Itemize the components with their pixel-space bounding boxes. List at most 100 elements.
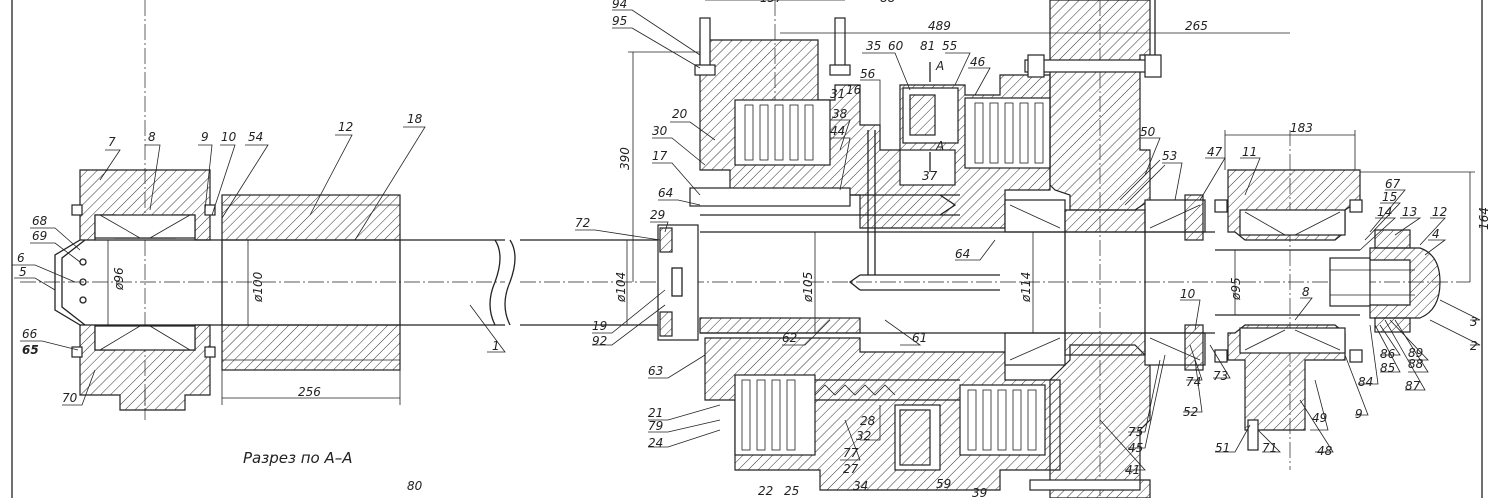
callout-9r: 9	[1355, 407, 1363, 421]
callout-68: 68	[32, 214, 48, 228]
callout-47: 47	[1207, 145, 1223, 159]
dimension-lines	[107, 0, 1475, 405]
callout-69: 69	[32, 229, 47, 243]
dim-dia100: ø100	[251, 271, 265, 303]
callout-77: 77	[843, 446, 859, 460]
callout-8r: 8	[1302, 285, 1310, 299]
callout-7: 7	[108, 135, 116, 149]
callout-50: 50	[1140, 125, 1156, 139]
callout-38: 38	[832, 107, 848, 121]
callout-20: 20	[672, 107, 688, 121]
callout-49: 49	[1312, 411, 1327, 425]
callout-2: 2	[1470, 339, 1478, 353]
callout-45: 45	[1128, 441, 1143, 455]
dim-dia105: ø105	[801, 272, 815, 303]
callout-22: 22	[758, 484, 773, 498]
callout-30: 30	[652, 124, 668, 138]
right-end-cap	[1329, 229, 1441, 333]
callout-41: 41	[1125, 463, 1140, 477]
coupling-flange	[657, 224, 699, 341]
callout-19: 19	[592, 319, 607, 333]
callout-35: 35	[866, 39, 881, 53]
frame	[11, 0, 1483, 498]
callout-12: 12	[338, 120, 353, 134]
dim-dia104: ø104	[614, 272, 628, 303]
callout-31: 31	[830, 87, 845, 101]
callout-labels-center: 94 95 20 30 17 64 72 29 19 92 63 21 79 2…	[407, 0, 987, 498]
dim-164: 164	[1477, 207, 1491, 230]
callout-16: 16	[846, 83, 862, 97]
dim-489: 489	[928, 19, 951, 33]
callout-62: 62	[782, 331, 797, 345]
central-right-bearings	[1004, 194, 1215, 371]
callout-9: 9	[201, 130, 209, 144]
callout-81: 81	[920, 39, 935, 53]
dim-183: 183	[1290, 121, 1313, 135]
callout-25: 25	[784, 484, 799, 498]
section-marks: А А	[929, 59, 944, 172]
callout-labels-right: 50 53 47 11 67 15 14 13 12 4 3 2 86 85 8…	[1125, 125, 1478, 477]
leader-lines	[12, 9, 1481, 471]
right-bearing-housing	[1214, 169, 1363, 451]
callout-85: 85	[1380, 361, 1395, 375]
callout-65: 65	[22, 343, 39, 357]
dim-dia114: ø114	[1019, 272, 1033, 303]
callout-72: 72	[575, 216, 590, 230]
callout-21: 21	[648, 406, 663, 420]
callout-10: 10	[221, 130, 237, 144]
callout-54: 54	[248, 130, 263, 144]
callout-79: 79	[648, 419, 663, 433]
clutch-plates-top	[744, 104, 814, 161]
callout-5: 5	[19, 265, 27, 279]
callout-3: 3	[1470, 315, 1478, 329]
left-bearing-housing	[54, 169, 216, 411]
callout-18: 18	[407, 112, 423, 126]
dim-265: 265	[1185, 19, 1208, 33]
callout-44: 44	[830, 124, 845, 138]
callout-6: 6	[17, 251, 25, 265]
callout-88: 88	[1408, 357, 1424, 371]
callout-48: 48	[1317, 444, 1333, 458]
callout-15: 15	[1382, 190, 1397, 204]
callout-92: 92	[592, 334, 607, 348]
callout-27: 27	[843, 462, 859, 476]
callout-67: 67	[1385, 177, 1401, 191]
callout-56: 56	[860, 67, 876, 81]
dimension-values: 256 489 265 183 390 164 137 88 ø96 ø100 …	[112, 0, 1491, 399]
callout-84: 84	[1358, 375, 1373, 389]
callout-75: 75	[1128, 425, 1143, 439]
callout-53: 53	[1162, 149, 1177, 163]
callout-74: 74	[1186, 375, 1201, 389]
callout-95: 95	[612, 14, 627, 28]
callout-10r: 10	[1180, 287, 1196, 301]
section-mark-a-bottom: А	[935, 139, 944, 153]
callout-29: 29	[650, 208, 665, 222]
dim-dia96: ø96	[112, 267, 126, 291]
callout-59: 59	[936, 477, 951, 491]
dim-390: 390	[618, 147, 632, 170]
section-mark-a-top: А	[935, 59, 944, 73]
left-gear	[221, 194, 401, 371]
callout-8: 8	[148, 130, 156, 144]
callout-86: 86	[1380, 347, 1396, 361]
callout-labels-left: 7 8 9 10 54 12 18 68 69 6 5 66 65 70 1	[17, 112, 500, 405]
callout-24: 24	[648, 436, 663, 450]
callout-12r: 12	[1432, 205, 1447, 219]
callout-52: 52	[1183, 405, 1198, 419]
dim-88: 88	[880, 0, 896, 5]
callout-28: 28	[860, 414, 876, 428]
callout-32: 32	[856, 429, 871, 443]
callout-46: 46	[970, 55, 986, 69]
callout-1: 1	[492, 339, 500, 353]
callout-37: 37	[922, 169, 938, 183]
callout-66: 66	[22, 327, 38, 341]
callout-63: 63	[648, 364, 663, 378]
callout-34: 34	[853, 479, 868, 493]
dim-137: 137	[760, 0, 783, 5]
callout-17: 17	[652, 149, 668, 163]
callout-11: 11	[1242, 145, 1257, 159]
callout-70: 70	[62, 391, 78, 405]
shaft-left	[95, 239, 660, 326]
callout-94: 94	[612, 0, 627, 11]
